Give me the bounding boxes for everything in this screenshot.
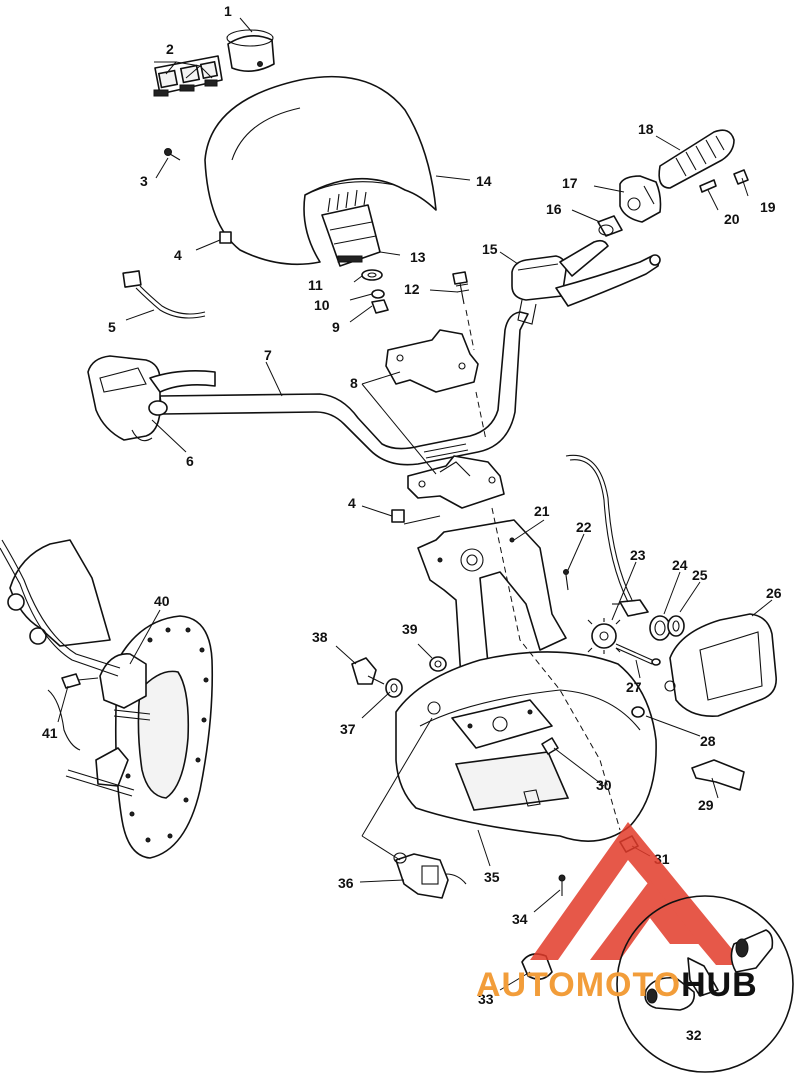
callout-25: 25 [692, 567, 708, 583]
callout-39: 39 [402, 621, 418, 637]
callout-21: 21 [534, 503, 550, 519]
front-fork [0, 539, 121, 751]
callout-26: 26 [766, 585, 782, 601]
watermark-triangle [530, 822, 745, 965]
part-29-connector [691, 759, 745, 791]
callout-14: 14 [476, 173, 492, 189]
watermark-text-part2: HUB [681, 966, 758, 1004]
part-10-washer [371, 289, 385, 299]
callout-19: 19 [760, 199, 776, 215]
callout-17: 17 [562, 175, 578, 191]
leader-lines [57, 17, 773, 991]
part-25-ring [667, 615, 685, 637]
part-22-screw [563, 569, 569, 591]
callout-37: 37 [340, 721, 356, 737]
callout-16: 16 [546, 201, 562, 217]
part-11-washer [361, 269, 383, 281]
part-9-nut [371, 299, 389, 314]
part-40-brake-disc [114, 615, 214, 859]
part-16-collar [597, 215, 623, 237]
callout-35: 35 [484, 869, 500, 885]
part-17-housing [619, 175, 662, 223]
callout-4: 4 [174, 247, 182, 263]
part-8-clamp-lower [407, 455, 505, 509]
part-7-handlebar [159, 311, 529, 466]
callout-24: 24 [672, 557, 688, 573]
callout-28: 28 [700, 733, 716, 749]
callout-5: 5 [108, 319, 116, 335]
part-18-grip [658, 129, 735, 189]
part-36-switch [393, 852, 467, 899]
part-33-clip [521, 953, 553, 980]
callout-10: 10 [314, 297, 330, 313]
part-26-headlight [664, 613, 777, 717]
part-1-cap [226, 29, 275, 72]
part-34-screw [558, 874, 566, 896]
watermark-text: AUTOMOTOHUB [476, 966, 758, 1004]
callout-3: 3 [140, 173, 148, 189]
part-13-connector-unit [321, 189, 381, 267]
callout-7: 7 [264, 347, 272, 363]
part-41-bolt [61, 673, 99, 689]
callout-36: 36 [338, 875, 354, 891]
part-20-screw [699, 179, 717, 193]
part-35-lower-fairing [395, 651, 657, 842]
callout-12: 12 [404, 281, 420, 297]
callout-4b: 4 [348, 495, 356, 511]
part-4-clip-lower [391, 509, 441, 525]
callout-15: 15 [482, 241, 498, 257]
callout-6: 6 [186, 453, 194, 469]
callout-22: 22 [576, 519, 592, 535]
caliper [65, 653, 151, 797]
callout-34: 34 [512, 911, 528, 927]
callout-20: 20 [724, 211, 740, 227]
callout-32: 32 [686, 1027, 702, 1043]
callout-labels: 1 2 3 4 4 5 6 7 8 9 10 11 12 13 14 15 16… [42, 3, 782, 1043]
callout-30: 30 [596, 777, 612, 793]
mounting-plate [451, 699, 553, 749]
callout-9: 9 [332, 319, 340, 335]
callout-33: 33 [478, 991, 494, 1007]
assembly-centerline [465, 309, 621, 831]
part-21-bracket [417, 519, 567, 701]
part-15-master-cylinder [511, 239, 661, 325]
part-27-rod [615, 643, 661, 666]
inset-circle [616, 895, 794, 1073]
part-23-gear [587, 618, 621, 654]
part-30-fastener [541, 737, 559, 755]
part-8-clamp-upper [385, 329, 479, 393]
callout-41: 41 [42, 725, 58, 741]
callout-40: 40 [154, 593, 170, 609]
callout-38: 38 [312, 629, 328, 645]
part-5-wire-harness [122, 270, 206, 319]
part-39-washer [429, 656, 447, 672]
callout-11: 11 [308, 277, 323, 293]
part-3-screw [164, 148, 181, 161]
callout-18: 18 [638, 121, 654, 137]
part-37-ring [385, 678, 403, 698]
callout-29: 29 [698, 797, 714, 813]
part-6-throttle-housing [87, 355, 216, 442]
callout-27: 27 [626, 679, 642, 695]
part-38-knob [351, 657, 385, 685]
callout-1: 1 [224, 3, 232, 19]
callout-8: 8 [350, 375, 358, 391]
watermark-text-part1: AUTOMOTO [476, 966, 681, 1004]
part-32-inset [616, 895, 794, 1073]
headlight-wire [565, 454, 633, 603]
callout-23: 23 [630, 547, 646, 563]
part-19-end-cap [733, 169, 749, 185]
part-12-bolt [452, 271, 470, 305]
callout-13: 13 [410, 249, 426, 265]
part-28-o-ring [631, 706, 645, 718]
callout-2: 2 [166, 41, 174, 57]
part-14-handlebar-cover [204, 75, 437, 266]
bulb [612, 599, 649, 617]
part-24-ring [649, 615, 671, 641]
